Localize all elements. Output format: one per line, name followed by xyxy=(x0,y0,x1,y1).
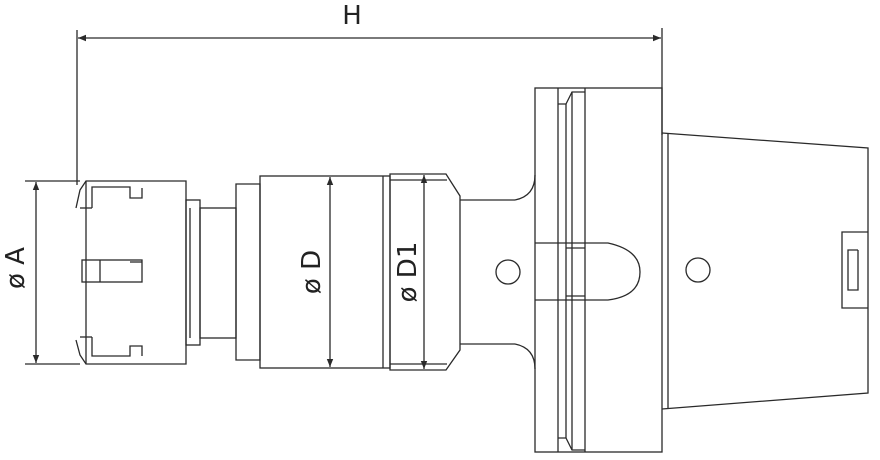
label-h: H xyxy=(342,1,362,31)
dimension-a: ø A xyxy=(1,180,80,365)
flange xyxy=(534,87,663,453)
connector-shaft xyxy=(460,174,536,370)
taper-shank xyxy=(661,132,869,410)
adjusting-collar xyxy=(389,173,461,371)
dimension-d1: ø D1 xyxy=(393,175,428,369)
label-d: ø D xyxy=(297,250,327,294)
label-a: ø A xyxy=(1,247,31,289)
collet-neck xyxy=(185,199,237,346)
coolant-hole-left xyxy=(495,259,521,285)
dimension-h: H xyxy=(76,1,663,185)
coolant-hole-right xyxy=(685,257,711,283)
collet-nut xyxy=(75,180,187,365)
dimension-d: ø D xyxy=(297,177,334,367)
label-d1: ø D1 xyxy=(393,242,423,303)
